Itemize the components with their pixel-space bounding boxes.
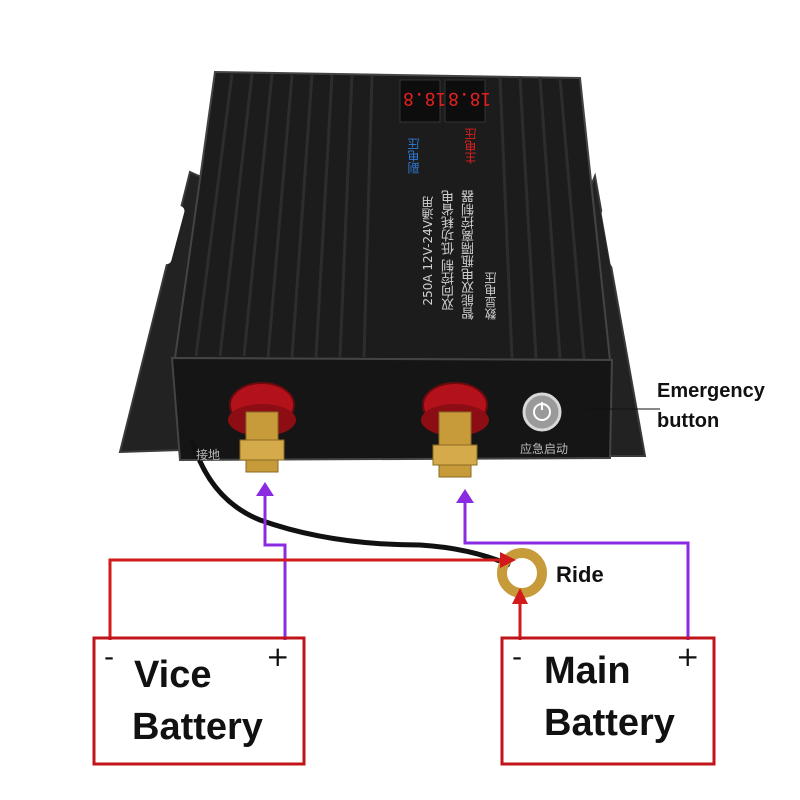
ground-wire bbox=[189, 439, 511, 568]
display-digits-left: 18.8 bbox=[403, 88, 447, 109]
vice-negative-arrow bbox=[500, 552, 516, 568]
device-title-line3: 双向控制 低功耗省电 bbox=[442, 190, 457, 312]
main-voltage-label: 主电压 bbox=[464, 128, 478, 164]
vice-positive-arrow bbox=[256, 482, 274, 496]
device-title-line2: 智能双电瓶隔离控制器 bbox=[462, 190, 477, 320]
main-battery-label-line1: Main bbox=[544, 650, 631, 692]
flange-slot-right bbox=[601, 208, 621, 268]
vice-negative-wire bbox=[108, 558, 505, 640]
emergency-button-label-line2: button bbox=[657, 410, 720, 432]
main-positive-wire bbox=[463, 497, 690, 640]
ground-label: 接地 bbox=[196, 448, 221, 462]
vice-terminal bbox=[228, 382, 296, 473]
main-battery-box bbox=[500, 636, 716, 766]
housing-top bbox=[173, 70, 612, 362]
main-negative-arrow bbox=[512, 588, 528, 604]
sub-voltage-label: 副电压 bbox=[407, 138, 421, 174]
vice-battery-minus: - bbox=[104, 640, 115, 673]
main-battery-label-line2: Battery bbox=[544, 702, 675, 744]
main-battery-plus: + bbox=[676, 640, 700, 673]
main-positive-arrow bbox=[456, 489, 474, 503]
emergency-button[interactable] bbox=[522, 392, 562, 432]
vice-battery-label-line1: Vice bbox=[134, 654, 212, 696]
device-title-line4: 250A 12V-24V通用 bbox=[421, 196, 435, 306]
ride-label: Ride bbox=[556, 562, 604, 587]
display-digits-right: 18.8 bbox=[448, 88, 492, 109]
vice-battery-plus: + bbox=[266, 640, 290, 673]
housing-ribs bbox=[194, 73, 586, 360]
vice-battery-label-line2: Battery bbox=[132, 706, 263, 748]
housing-front bbox=[170, 356, 614, 462]
vice-positive-wire bbox=[263, 490, 287, 640]
emergency-button-label-line1: Emergency bbox=[657, 380, 765, 402]
voltage-display-left bbox=[399, 79, 441, 123]
main-terminal bbox=[421, 382, 489, 478]
voltage-display-right bbox=[444, 79, 486, 123]
flange-slot-left bbox=[161, 205, 185, 265]
device-title-line1: 数显电压 bbox=[484, 272, 498, 320]
emergency-start-label: 应急启动 bbox=[520, 442, 569, 456]
main-battery-minus: - bbox=[512, 640, 523, 673]
vice-battery-box bbox=[92, 636, 306, 766]
